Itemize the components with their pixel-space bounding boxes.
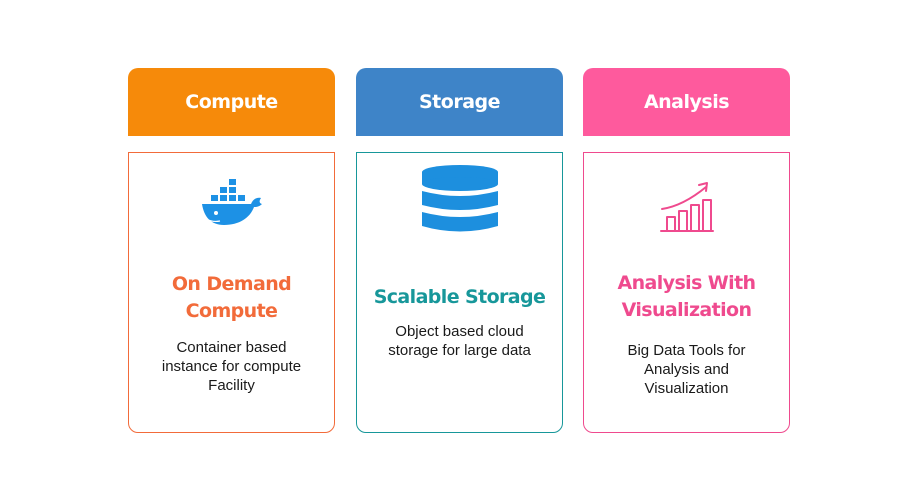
docker-whale-icon: [201, 179, 262, 225]
card-storage: Scalable Storage Object based cloud stor…: [356, 152, 563, 433]
card-analysis: Analysis With Visualization Big Data Too…: [583, 152, 790, 433]
header-analysis-label: Analysis: [643, 91, 730, 113]
header-analysis: Analysis: [583, 68, 790, 136]
desc-line: storage for large data: [388, 342, 531, 359]
card-storage-title: Scalable Storage: [357, 284, 562, 311]
desc-line: Object based cloud: [395, 323, 524, 340]
title-line: Compute: [185, 300, 278, 322]
column-storage: Storage Scalable Storage Object based cl…: [356, 68, 563, 433]
desc-line: instance for compute: [161, 358, 302, 375]
card-analysis-title: Analysis With Visualization: [584, 270, 789, 324]
column-compute: Compute On Demand: [128, 68, 335, 433]
title-line: Visualization: [621, 299, 752, 321]
card-compute-description: Container based instance for compute Fac…: [139, 338, 324, 395]
card-storage-description: Object based cloud storage for large dat…: [367, 322, 552, 360]
title-line: Scalable Storage: [373, 286, 546, 308]
growth-chart-icon: [659, 182, 714, 232]
desc-line: Facility: [208, 377, 255, 394]
database-icon: [421, 165, 498, 232]
desc-line: Container based: [176, 339, 287, 356]
title-line: Analysis With: [617, 272, 757, 294]
card-compute: On Demand Compute Container based instan…: [128, 152, 335, 433]
header-storage: Storage: [356, 68, 563, 136]
header-compute: Compute: [128, 68, 335, 136]
card-analysis-description: Big Data Tools for Analysis and Visualiz…: [594, 341, 779, 398]
header-compute-label: Compute: [185, 91, 278, 113]
card-compute-title: On Demand Compute: [129, 271, 334, 325]
header-storage-label: Storage: [419, 91, 501, 113]
title-line: On Demand: [171, 273, 292, 295]
column-analysis: Analysis Analysis With Visualization Big…: [583, 68, 790, 433]
desc-line: Visualization: [644, 380, 729, 397]
desc-line: Analysis and: [643, 361, 730, 378]
desc-line: Big Data Tools for: [627, 342, 746, 359]
